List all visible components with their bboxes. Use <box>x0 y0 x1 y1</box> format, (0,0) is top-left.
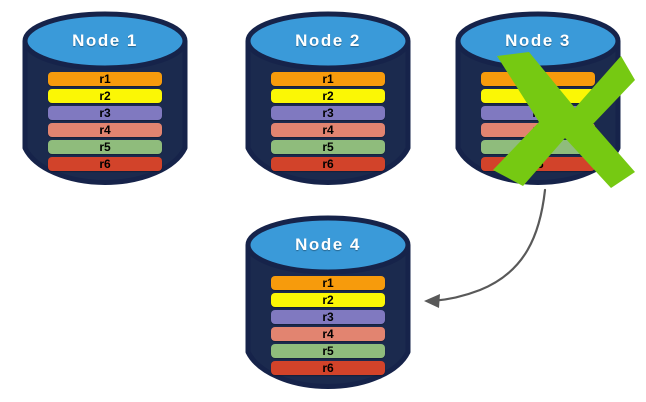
row-label: r6 <box>322 157 334 171</box>
row-item[interactable]: r3 <box>271 106 385 120</box>
row-item[interactable]: r5 <box>48 140 162 154</box>
row-list: r1 r2 r3 r4 r5 r6 <box>245 72 411 171</box>
row-item[interactable]: r1 <box>48 72 162 86</box>
row-item[interactable]: r1 <box>271 72 385 86</box>
row-label: r2 <box>322 293 334 307</box>
row-list: r1 r2 r3 r4 r5 r6 <box>245 276 411 375</box>
row-item[interactable]: r1 <box>271 276 385 290</box>
row-label: r2 <box>99 89 111 103</box>
node-1[interactable]: Node 1 r1 r2 r3 r4 r5 r6 <box>22 8 188 188</box>
row-label: r5 <box>322 140 334 154</box>
row-list: r1 r2 r3 r4 r5 r6 <box>22 72 188 171</box>
row-label: r3 <box>99 106 111 120</box>
row-label: r4 <box>322 123 334 137</box>
row-item[interactable]: r3 <box>48 106 162 120</box>
row-label: r5 <box>322 344 334 358</box>
row-item[interactable]: r6 <box>271 157 385 171</box>
row-label: r3 <box>322 310 334 324</box>
row-item[interactable]: r6 <box>271 361 385 375</box>
row-label: r3 <box>322 106 334 120</box>
row-label: r5 <box>99 140 111 154</box>
row-item[interactable]: r4 <box>271 327 385 341</box>
arrow-path <box>430 188 547 303</box>
row-label: r6 <box>99 157 111 171</box>
node-4[interactable]: Node 4 r1 r2 r3 r4 r5 r6 <box>245 212 411 392</box>
row-label: r1 <box>99 72 111 86</box>
arrow-head-icon <box>424 294 440 308</box>
row-item[interactable]: r5 <box>271 140 385 154</box>
row-item[interactable]: r6 <box>48 157 162 171</box>
row-item[interactable]: r2 <box>271 89 385 103</box>
row-item[interactable]: r4 <box>271 123 385 137</box>
row-item[interactable]: r5 <box>271 344 385 358</box>
node-2[interactable]: Node 2 r1 r2 r3 r4 r5 r6 <box>245 8 411 188</box>
row-item[interactable]: r3 <box>271 310 385 324</box>
row-item[interactable]: r4 <box>48 123 162 137</box>
row-item[interactable]: r2 <box>271 293 385 307</box>
row-item[interactable]: r2 <box>48 89 162 103</box>
row-label: r2 <box>322 89 334 103</box>
row-label: r6 <box>322 361 334 375</box>
row-label: r1 <box>322 72 334 86</box>
row-label: r4 <box>99 123 111 137</box>
row-label: r4 <box>322 327 334 341</box>
row-label: r1 <box>322 276 334 290</box>
